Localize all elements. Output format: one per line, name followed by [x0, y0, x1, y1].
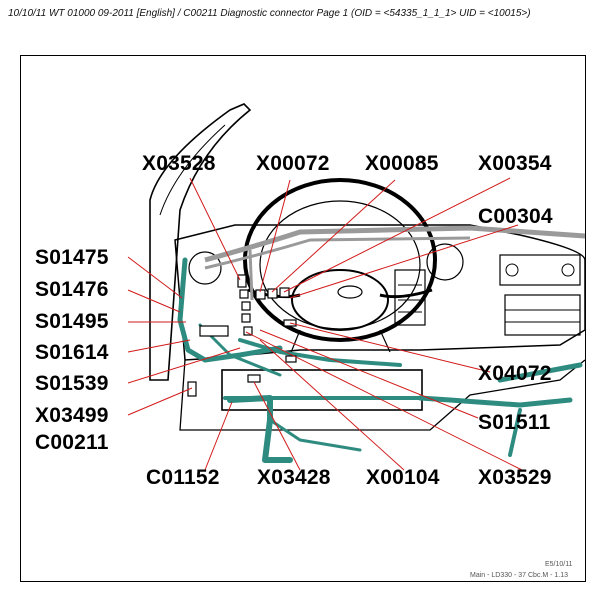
leader-c00304: [289, 224, 519, 299]
climate-unit: [504, 294, 581, 336]
steering-hub: [291, 269, 389, 331]
label-s01475: S01475: [35, 246, 109, 269]
steering-wheel: [243, 178, 437, 342]
label-s01476: S01476: [35, 278, 109, 301]
leader-x00354: [283, 177, 511, 293]
teal-harness-pillar: [177, 257, 283, 363]
connector-x03528: [237, 274, 247, 288]
leader-s01475: [127, 256, 183, 299]
leader-c01152: [204, 401, 233, 471]
leader-x03499: [127, 387, 193, 416]
label-x03499: X03499: [35, 404, 109, 427]
leader-x03528: [189, 177, 241, 281]
connector-x03499: [187, 381, 197, 397]
label-x00072: X00072: [256, 152, 330, 175]
leader-x00104: [259, 339, 405, 471]
leader-x00085: [271, 179, 396, 293]
connector-s01511: [285, 355, 297, 363]
label-c00211: C00211: [35, 431, 109, 454]
connector-x00354: [279, 287, 290, 298]
brand-logo: [337, 285, 363, 299]
label-x03528: X03528: [142, 152, 216, 175]
label-x00354: X00354: [478, 152, 552, 175]
label-c00304: C00304: [478, 205, 553, 228]
page-header: 10/10/11 WT 01000 09-2011 [English] / C0…: [8, 8, 531, 19]
label-s01614: S01614: [35, 341, 109, 364]
right-dial: [426, 243, 464, 281]
dashboard-outline: [174, 224, 586, 361]
label-x04072: X04072: [478, 362, 552, 385]
label-x00085: X00085: [365, 152, 439, 175]
leader-x00072: [259, 179, 291, 293]
leader-s01614: [127, 339, 191, 353]
leader-s01476: [127, 289, 181, 313]
label-x00104: X00104: [366, 466, 440, 489]
a-pillar: [149, 103, 252, 381]
leader-x03428: [253, 381, 301, 471]
steering-column: [289, 329, 391, 356]
gray-harness: [204, 225, 586, 263]
connector-x03428: [247, 374, 261, 383]
left-dial: [188, 251, 222, 285]
label-x03428: X03428: [257, 466, 331, 489]
a-pillar-inner: [159, 124, 226, 216]
footer-code: E5/10/11: [545, 561, 573, 568]
leader-s01539: [127, 347, 241, 384]
leader-s01511: [259, 329, 479, 419]
dashboard-lower: [179, 359, 586, 431]
connector-c00211: [199, 325, 229, 337]
label-x03529: X03529: [478, 466, 552, 489]
label-s01495: S01495: [35, 310, 109, 333]
radio-unit: [499, 254, 581, 286]
steering-spoke-right: [379, 288, 433, 299]
leader-x04072: [289, 322, 491, 373]
leader-x03529: [245, 331, 523, 471]
connector-x00085: [267, 288, 278, 299]
footer-ref: Main - LD330 - 37 Cbc.M - 1.13: [470, 572, 569, 579]
label-c01152: C01152: [146, 466, 220, 489]
label-s01539: S01539: [35, 372, 109, 395]
steering-wheel-inner: [259, 200, 421, 330]
label-s01511: S01511: [478, 411, 551, 434]
centre-switch-panel: [394, 269, 426, 326]
